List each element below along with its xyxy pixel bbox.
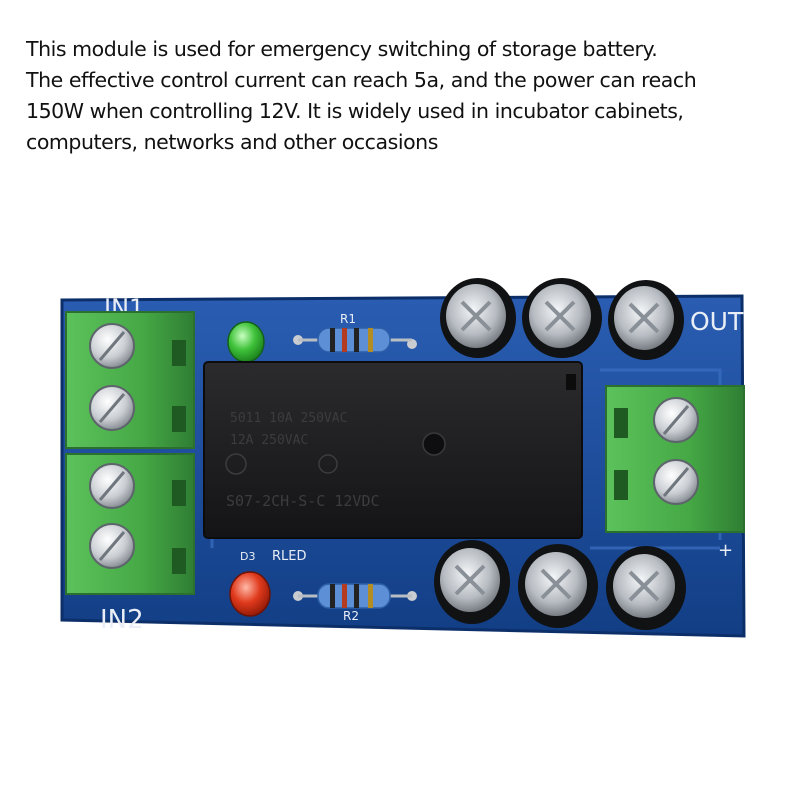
- relay: 5011 10A 250VAC 12A 250VAC S07-2CH-S-C 1…: [203, 361, 583, 539]
- description-line-4: computers, networks and other occasions: [26, 130, 438, 154]
- relay-marking-3: S07-2CH-S-C 12VDC: [226, 492, 380, 510]
- relay-marking-2: 12A 250VAC: [230, 433, 308, 448]
- resistor-r2: [298, 583, 412, 609]
- terminal-block-in2: [65, 453, 195, 595]
- description-line-1: This module is used for emergency switch…: [26, 37, 658, 61]
- relay-marking-1: 5011 10A 250VAC: [230, 411, 347, 426]
- label-r1: R1: [340, 312, 356, 326]
- capacitor-bottom-2: [518, 544, 598, 628]
- green-led: [227, 321, 265, 363]
- label-r2: R2: [343, 609, 359, 623]
- label-in2: IN2: [100, 605, 144, 635]
- label-rled: RLED: [272, 549, 307, 564]
- capacitor-top-3: [608, 280, 684, 360]
- label-out: OUT: [690, 307, 744, 336]
- capacitor-bottom-1: [434, 540, 510, 624]
- terminal-block-out: [605, 385, 745, 533]
- red-led: [229, 571, 271, 617]
- resistor-r1: [298, 327, 412, 353]
- terminal-block-in1: [65, 311, 195, 449]
- label-d3: D3: [240, 550, 255, 563]
- product-description: This module is used for emergency switch…: [26, 34, 786, 158]
- description-line-2: The effective control current can reach …: [26, 68, 697, 92]
- label-plus: +: [718, 540, 733, 561]
- capacitor-top-1: [440, 278, 516, 358]
- capacitor-bottom-3: [606, 546, 686, 630]
- description-line-3: 150W when controlling 12V. It is widely …: [26, 99, 684, 123]
- capacitor-top-2: [522, 278, 602, 358]
